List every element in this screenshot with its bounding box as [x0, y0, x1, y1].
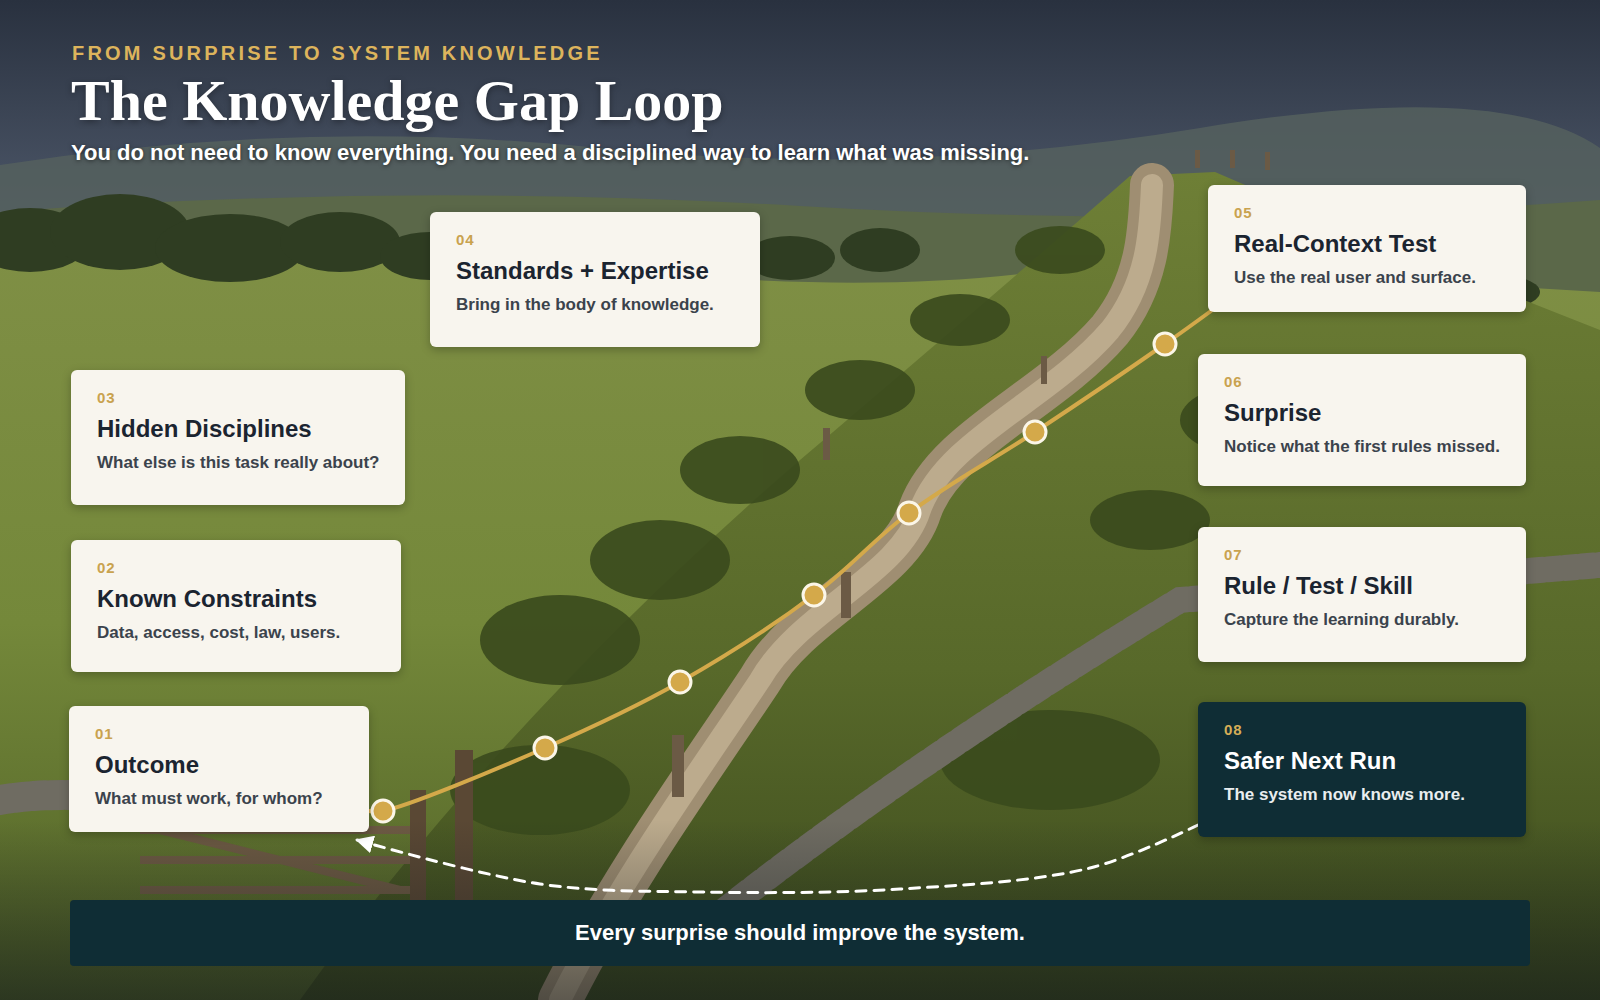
step-title: Surprise [1224, 399, 1500, 428]
step-card: 03Hidden DisciplinesWhat else is this ta… [71, 370, 405, 505]
step-card: 02Known ConstraintsData, access, cost, l… [71, 540, 401, 672]
step-card: 05Real-Context TestUse the real user and… [1208, 185, 1526, 312]
loop-back-arrow [357, 825, 1198, 893]
path-dot [669, 671, 691, 693]
step-title: Rule / Test / Skill [1224, 572, 1500, 601]
step-title: Standards + Expertise [456, 257, 734, 286]
step-number: 05 [1234, 204, 1500, 222]
step-description: Notice what the first rules missed. [1224, 436, 1500, 457]
path-dot [898, 502, 920, 524]
step-number: 06 [1224, 373, 1500, 391]
step-card: 04Standards + ExpertiseBring in the body… [430, 212, 760, 347]
eyebrow-label: FROM SURPRISE TO SYSTEM KNOWLEDGE [72, 42, 603, 65]
step-number: 04 [456, 231, 734, 249]
step-number: 02 [97, 559, 375, 577]
step-description: Use the real user and surface. [1234, 267, 1500, 288]
step-description: The system now knows more. [1224, 784, 1500, 805]
step-description: What must work, for whom? [95, 788, 343, 809]
step-number: 03 [97, 389, 379, 407]
path-connector [369, 311, 1211, 812]
path-dot [803, 584, 825, 606]
summary-banner: Every surprise should improve the system… [70, 900, 1530, 966]
step-title: Known Constraints [97, 585, 375, 614]
step-number: 08 [1224, 721, 1500, 739]
step-title: Hidden Disciplines [97, 415, 379, 444]
step-title: Safer Next Run [1224, 747, 1500, 776]
path-dot [1154, 333, 1176, 355]
step-description: What else is this task really about? [97, 452, 379, 473]
step-card: 08Safer Next RunThe system now knows mor… [1198, 702, 1526, 837]
diagram-subtitle: You do not need to know everything. You … [71, 140, 1029, 166]
path-dot [534, 737, 556, 759]
step-card: 06SurpriseNotice what the first rules mi… [1198, 354, 1526, 486]
step-description: Bring in the body of knowledge. [456, 294, 734, 315]
path-dot [372, 800, 394, 822]
step-number: 07 [1224, 546, 1500, 564]
step-description: Capture the learning durably. [1224, 609, 1500, 630]
banner-text: Every surprise should improve the system… [575, 920, 1025, 946]
step-card: 01OutcomeWhat must work, for whom? [69, 706, 369, 832]
step-number: 01 [95, 725, 343, 743]
step-title: Real-Context Test [1234, 230, 1500, 259]
step-description: Data, access, cost, law, users. [97, 622, 375, 643]
step-title: Outcome [95, 751, 343, 780]
path-dot [1024, 421, 1046, 443]
diagram-title: The Knowledge Gap Loop [71, 72, 724, 130]
step-card: 07Rule / Test / SkillCapture the learnin… [1198, 527, 1526, 662]
